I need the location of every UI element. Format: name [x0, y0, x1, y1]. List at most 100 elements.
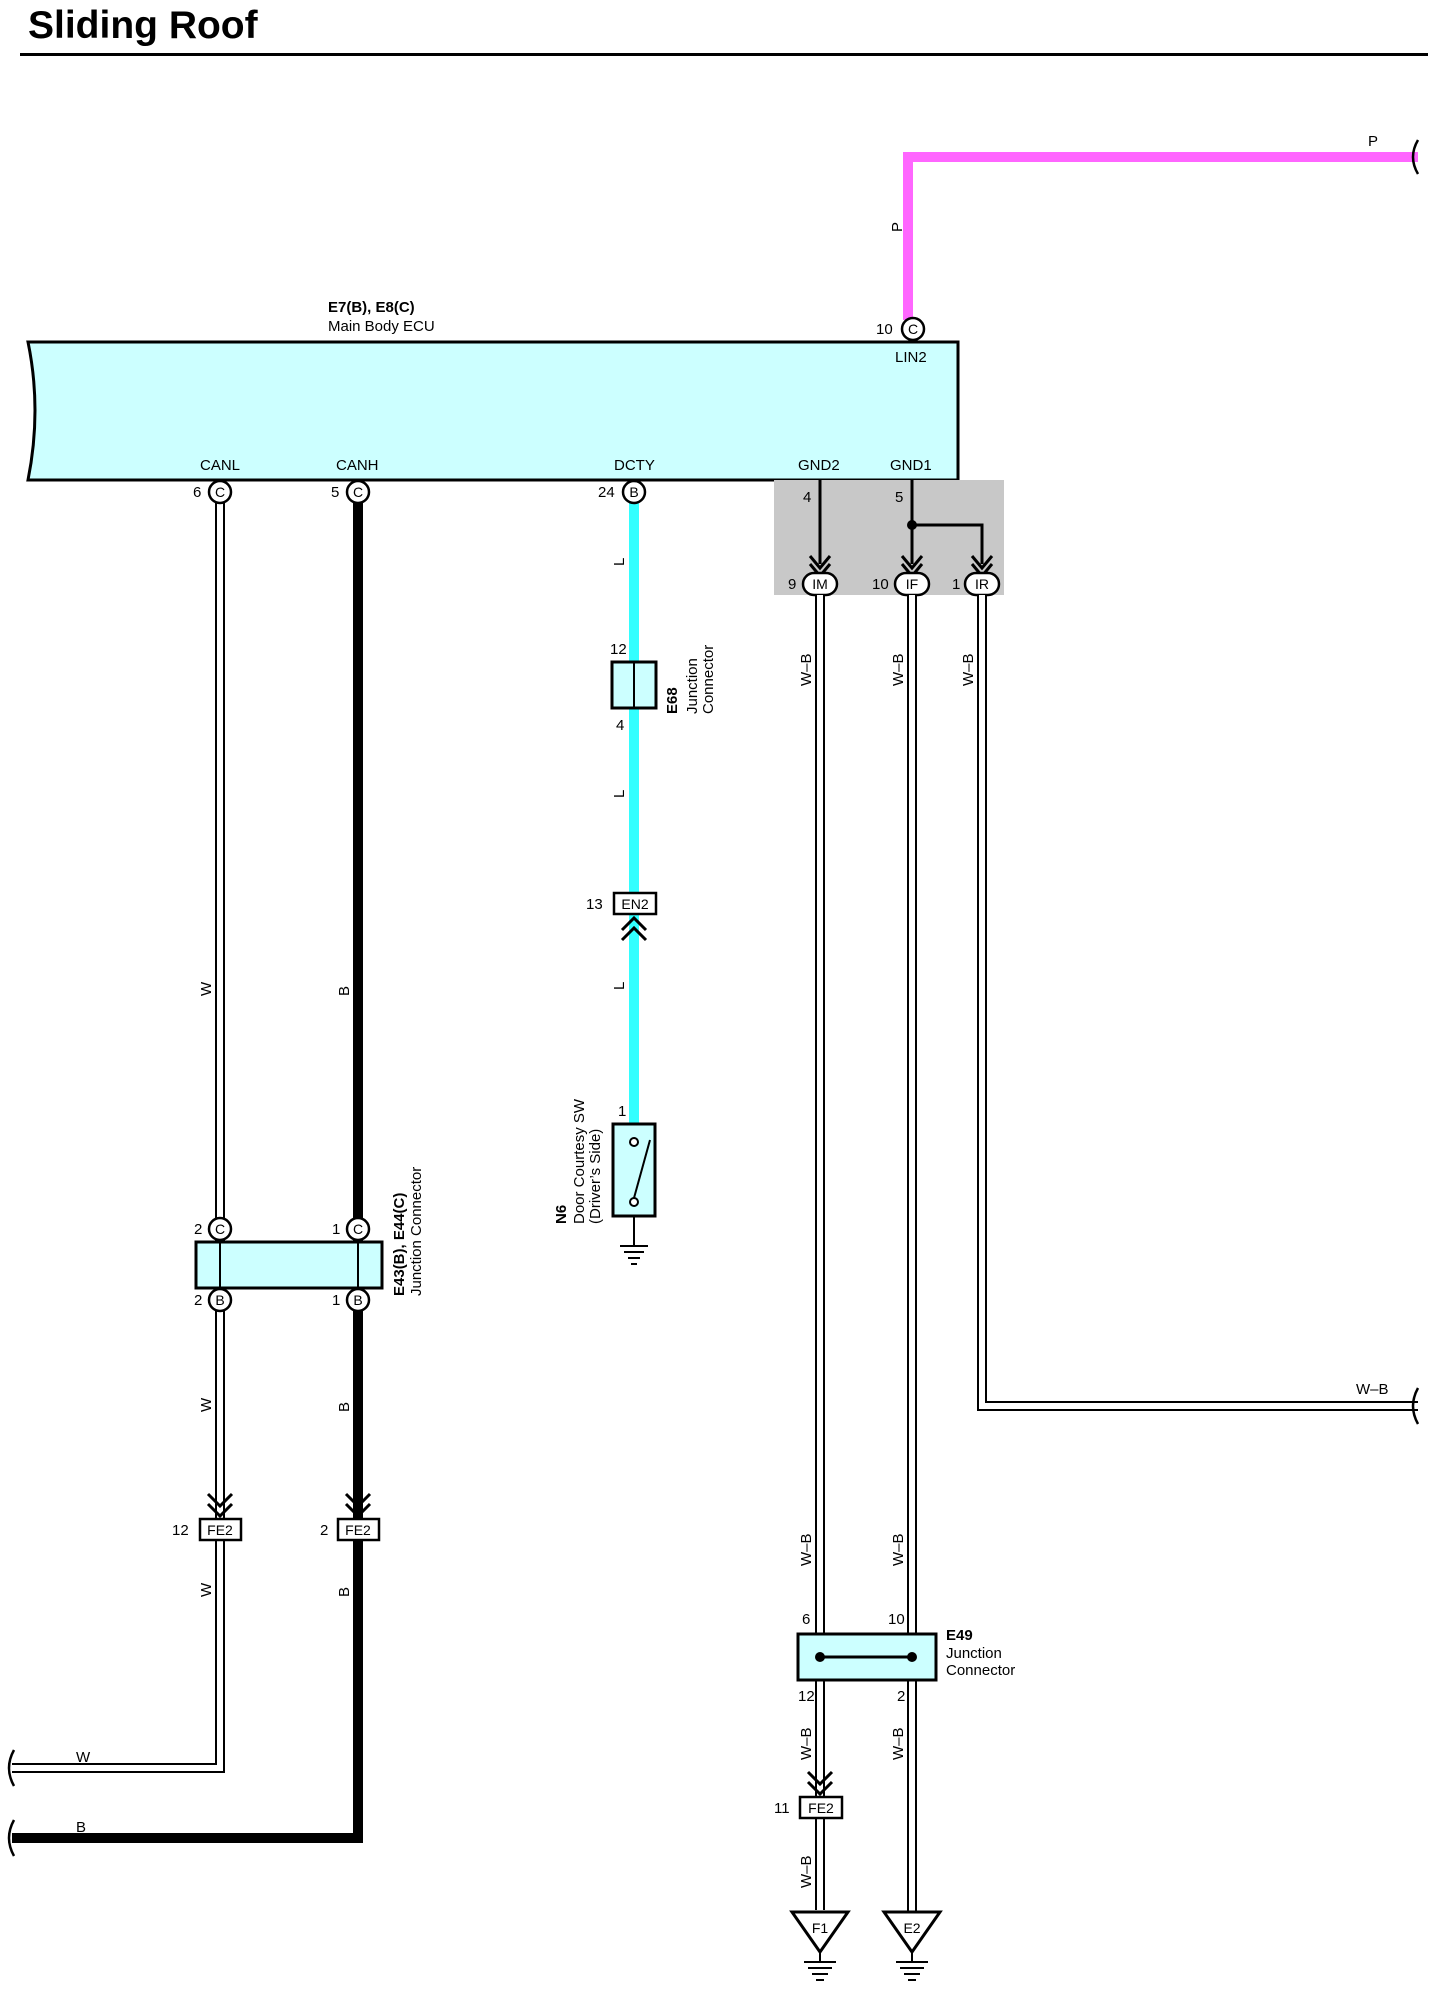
canh-label: CANH	[336, 457, 379, 474]
wb-im-color-1: W–B	[798, 653, 815, 686]
n6-name-2: (Driver’s Side)	[587, 1129, 604, 1224]
dcty-terminal	[621, 479, 647, 505]
e68-pin-bottom: 4	[616, 717, 624, 734]
dcty-pin: 24	[598, 484, 615, 501]
e43-b-right: B	[353, 1292, 362, 1308]
fe2-connector-wb: FE2 11	[774, 1770, 844, 1820]
canh-terminal	[345, 479, 371, 505]
wb-ir-color-1: W–B	[960, 653, 977, 686]
e43-pin-left: 2	[194, 1292, 202, 1309]
n6-name-1: Door Courtesy SW	[571, 1098, 588, 1224]
n6-code: N6	[553, 1205, 570, 1224]
dcty-color-3: L	[611, 982, 628, 990]
junction-connector-e43-e44: C C B B 2 1 2 1 E43(B), E44(C) Junction …	[194, 1167, 425, 1313]
wb-wire-ir: W–B W–B	[960, 595, 1420, 1425]
wb-wire-if: W–B W–B W–B	[890, 595, 917, 1912]
junction-connector-e49: 6 10 12 2 E49 Junction Connector	[796, 1611, 1015, 1705]
fe2-wb-id: FE2	[808, 1800, 834, 1816]
dcty-conn: B	[629, 484, 638, 500]
canh-color-2: B	[336, 1402, 353, 1412]
wb-if-color-1: W–B	[890, 653, 907, 686]
lin2-label: LIN2	[895, 349, 927, 366]
e44-c-right: C	[353, 1221, 363, 1237]
ground-e2: E2	[881, 1910, 943, 1981]
lin2-pin: 10	[876, 321, 893, 338]
title-rule	[20, 53, 1428, 56]
ground-im-pin: 9	[788, 576, 796, 593]
e44-c-left: C	[215, 1221, 225, 1237]
fe2-wb-pin: 11	[774, 1800, 790, 1817]
e43-e44-code: E43(B), E44(C)	[391, 1193, 408, 1296]
dcty-color-2: L	[611, 790, 628, 798]
canh-color-3: B	[336, 1587, 353, 1597]
e49-pin-br: 2	[897, 1688, 905, 1705]
lin2-conn: C	[908, 321, 918, 337]
dcty-color-1: L	[611, 558, 628, 566]
canl-wire: C 6 W W W W	[7, 479, 233, 1787]
ground-symbol-n6	[620, 1245, 648, 1265]
en2-id: EN2	[621, 896, 648, 912]
e68-pin-top: 12	[610, 641, 627, 658]
ground-ir-pin: 1	[952, 576, 960, 593]
wb-if-color-2: W–B	[890, 1533, 907, 1566]
fe2-b-id: FE2	[345, 1522, 371, 1538]
canh-color-4: B	[76, 1819, 86, 1836]
e49-name-2: Connector	[946, 1662, 1015, 1679]
wb-im-color-3: W–B	[798, 1727, 815, 1760]
dcty-label: DCTY	[614, 457, 655, 474]
dcty-wire: B 24 L L L 12 4 E68 Junction Connector E…	[553, 479, 717, 1265]
wb-im-color-2: W–B	[798, 1533, 815, 1566]
en2-pin: 13	[586, 896, 603, 913]
fe2-connectors-can: FE2 FE2 12 2	[172, 1492, 381, 1542]
canl-terminal	[207, 479, 233, 505]
e44-pin-left: 2	[194, 1221, 202, 1238]
ground-e2-id: E2	[903, 1920, 920, 1936]
lin2-wire-color-label: P	[1368, 133, 1378, 150]
e49-pin-tl: 6	[802, 1611, 810, 1628]
canh-color-1: B	[336, 986, 353, 996]
e68-code: E68	[664, 687, 681, 714]
e49-pin-bl: 12	[798, 1688, 815, 1705]
ground-if-id: IF	[906, 576, 918, 592]
canl-pin: 6	[193, 484, 201, 501]
canh-conn: C	[353, 484, 363, 500]
e43-b-left: B	[215, 1292, 224, 1308]
e49-pin-tr: 10	[888, 1611, 905, 1628]
canl-color-2: W	[198, 1397, 215, 1412]
page-title: Sliding Roof	[28, 4, 258, 47]
lin2-terminal	[900, 316, 926, 342]
ground-if-pin: 10	[872, 576, 889, 593]
wb-im-color-4: W–B	[798, 1855, 815, 1888]
fe2-b-pin: 2	[320, 1522, 328, 1539]
lin2-wire: P P	[889, 133, 1420, 320]
e49-code: E49	[946, 1627, 973, 1644]
e49-name-1: Junction	[946, 1645, 1002, 1662]
gnd1-label: GND1	[890, 457, 932, 474]
canl-color-3: W	[198, 1582, 215, 1597]
e44-pin-right: 1	[332, 1221, 340, 1238]
fe2-w-id: FE2	[207, 1522, 233, 1538]
wb-ir-color-2: W–B	[1356, 1381, 1389, 1398]
wb-wire-im: W–B W–B W–B W–B	[798, 595, 825, 1910]
canh-wire: C 5 B B B B	[7, 479, 371, 1857]
en2-connector	[612, 891, 658, 916]
gnd2-label: GND2	[798, 457, 840, 474]
canl-color-4: W	[76, 1749, 91, 1766]
ground-distribution: 4 5 IM IF IR 9 10 1	[774, 480, 1004, 597]
canl-color-1: W	[198, 981, 215, 996]
n6-pin: 1	[618, 1103, 626, 1120]
e43-e44-name: Junction Connector	[408, 1167, 425, 1296]
ground-f1-id: F1	[812, 1920, 829, 1936]
gnd2-pin: 4	[803, 489, 811, 506]
canl-label: CANL	[200, 457, 240, 474]
gnd1-pin: 5	[895, 489, 903, 506]
e68-name-2: Connector	[700, 645, 717, 714]
main-body-ecu: E7(B), E8(C) Main Body ECU C 10 LIN2 CAN…	[26, 299, 960, 482]
ground-im-id: IM	[812, 576, 828, 592]
ecu-name: Main Body ECU	[328, 318, 435, 335]
e43-pin-right: 1	[332, 1292, 340, 1309]
ground-f1: F1	[789, 1910, 851, 1981]
wb-if-color-3: W–B	[890, 1727, 907, 1760]
canh-pin: 5	[331, 484, 339, 501]
